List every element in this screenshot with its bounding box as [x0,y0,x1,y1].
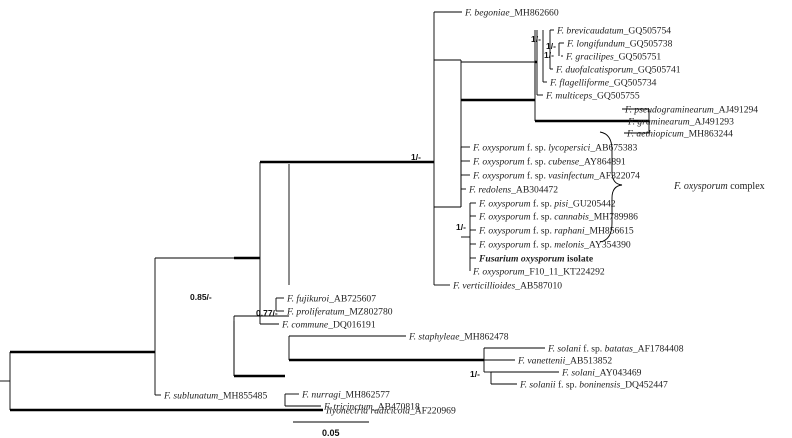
support-gracilipes-group: 1/- [544,50,554,60]
support-oxysporum-core: 1/- [456,222,466,232]
taxon-label-sublunatum: F. sublunatum_MH855485 [163,390,267,401]
taxon-label-nurragi: F. nurragi_MH862577 [301,389,390,400]
oxysporum-complex-bracket [599,131,623,243]
taxon-label-f10: F. oxysporum_F10_11_KT224292 [472,266,605,277]
taxon-label-melonis: F. oxysporum f. sp. melonis_AY354390 [478,239,631,250]
taxon-label-redolens: F. redolens_AB304472 [468,184,558,195]
taxon-label-boninensis: F. solanii f. sp. boninensis_DQ452447 [519,379,668,390]
support-solani-pair: 1/- [470,369,480,379]
taxon-label-flagelliforme: F. flagelliforme_GQ505734 [549,77,657,88]
taxon-labels: F. begoniae_MH862660 F. brevicaudatum_GQ5… [163,7,758,416]
taxon-label-lycopersici: F. oxysporum f. sp. lycopersici_AB675383 [472,142,637,153]
taxon-label-isolate: Fusarium oxysporum isolate [478,253,594,264]
support-solani-complex: 0.77/- [256,308,278,318]
taxon-label-pisi: F. oxysporum f. sp. pisi_GU205442 [478,198,616,209]
taxon-label-proliferatum: F. proliferatum_MZ802780 [286,306,393,317]
taxon-label-batatas: F. solani f. sp. batatas_AF1784408 [547,343,684,354]
taxon-label-pseudograminearum: F. pseudograminearum_AJ491294 [624,104,758,115]
taxon-label-longifundum: F. longifundum_GQ505738 [566,38,673,49]
taxon-label-begoniae: F. begoniae_MH862660 [464,7,559,18]
taxon-label-duofalcatisporum: F. duofalcatisporum_GQ505741 [555,64,681,75]
taxon-label-graminearum: F. graminearum_AJ491293 [627,116,734,127]
support-fujikuroi-complex: 0.85/- [190,292,212,302]
taxon-label-vasinfectum: F. oxysporum f. sp. vasinfectum_AF322074 [472,170,640,181]
taxon-label-ilyonectria: Ilyonectria radicicola_AF220969 [325,405,456,416]
taxon-label-solani: F. solani_AY043469 [561,367,642,378]
taxon-label-tricinctum: F. tricinctum_AB470818 [323,401,420,412]
taxon-label-commune: F. commune_DQ016191 [281,319,376,330]
taxon-label-raphani: F. oxysporum f. sp. raphani_MH856615 [478,225,634,236]
tree-branches [0,11,650,412]
taxon-label-fujikuroi: F. fujikuroi_AB725607 [286,293,376,304]
support-brevicaudatum-group: 1/- [531,34,541,44]
taxon-label-verticillioides: F. verticillioides_AB587010 [452,280,562,291]
taxon-label-staphyleae: F. staphyleae_MH862478 [408,331,509,342]
taxon-label-cannabis: F. oxysporum f. sp. cannabis_MH789986 [478,211,638,222]
taxon-label-gracilipes: F. gracilipes_GQ505751 [565,51,661,62]
taxon-label-vanettenii: F. vanettenii_AB513852 [517,355,612,366]
taxon-label-cubense: F. oxysporum f. sp. cubense_AY864891 [472,156,626,167]
support-oxysporum-group: 1/- [411,152,421,162]
support-values: 1/-1/-1/-1/-1/-0.85/-0.77/-1/- [190,34,556,379]
oxysporum-complex-label: F. oxysporum complex [673,181,765,192]
taxon-label-brevicaudatum: F. brevicaudatum_GQ505754 [556,25,671,36]
scale-bar-label: 0.05 [322,428,340,438]
taxon-label-multiceps: F. multiceps_GQ505755 [545,90,640,101]
support-longifundum-group: 1/- [546,41,556,51]
taxon-label-aethiopicum: F. aethiopicum_MH863244 [626,128,733,139]
